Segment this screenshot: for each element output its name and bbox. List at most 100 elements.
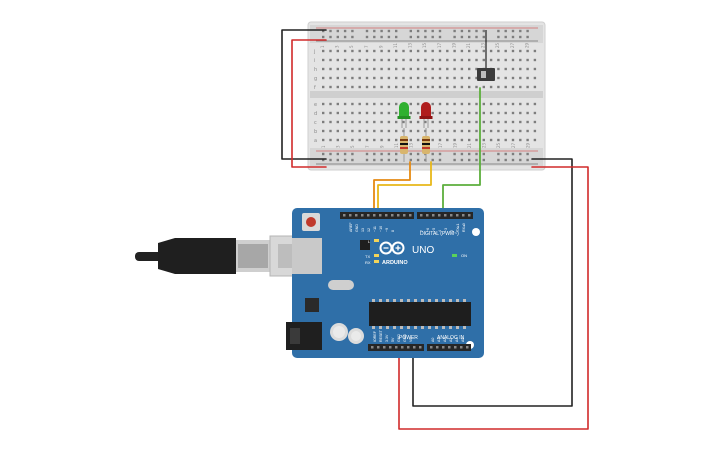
- arduino-uno: ARDUINO UNO DIGITAL (PWM~) POWER ANALOG …: [286, 208, 484, 358]
- model-label: UNO: [412, 245, 434, 256]
- crystal: [328, 280, 354, 290]
- slide-switch[interactable]: [477, 30, 495, 81]
- svg-text:A0: A0: [431, 338, 435, 342]
- svg-text:c: c: [314, 120, 317, 126]
- power-pin-labels: IOREF RESET 3.3V 5V GND GND Vin A0 A1 A2…: [373, 329, 465, 342]
- svg-text:A5: A5: [461, 338, 465, 342]
- svg-text:9: 9: [378, 45, 383, 48]
- analog-label: ANALOG IN: [437, 335, 465, 341]
- svg-text:e: e: [314, 102, 317, 108]
- atmega-chip: [369, 302, 471, 326]
- regulator: [305, 298, 319, 312]
- digital-header-left: [340, 212, 414, 219]
- rx-label: RX: [365, 260, 371, 265]
- svg-text:2: 2: [450, 230, 454, 232]
- wire-red-left: [291, 39, 327, 168]
- svg-text:13: 13: [408, 42, 413, 48]
- svg-text:IOREF: IOREF: [373, 330, 377, 342]
- center-channel: [310, 91, 543, 98]
- svg-text:GND: GND: [355, 224, 359, 232]
- svg-text:A2: A2: [443, 338, 447, 342]
- resistor-2: [422, 128, 430, 162]
- svg-text:1: 1: [320, 45, 325, 48]
- reset-button[interactable]: [302, 213, 320, 231]
- svg-text:3.3V: 3.3V: [385, 334, 389, 342]
- svg-text:27: 27: [511, 142, 516, 148]
- svg-text:27: 27: [510, 42, 515, 48]
- svg-text:A4: A4: [455, 338, 459, 342]
- svg-text:GND: GND: [397, 334, 401, 342]
- svg-text:TX▸1: TX▸1: [456, 224, 460, 232]
- svg-text:~11: ~11: [373, 226, 377, 232]
- svg-text:~9: ~9: [385, 228, 389, 232]
- svg-text:RESET: RESET: [379, 329, 383, 342]
- svg-text:Vin: Vin: [409, 337, 413, 342]
- svg-text:21: 21: [467, 142, 472, 148]
- power-label: POWER: [399, 335, 418, 341]
- svg-text:23: 23: [482, 142, 487, 148]
- svg-text:1: 1: [321, 145, 326, 148]
- svg-text:17: 17: [438, 142, 443, 148]
- svg-text:9: 9: [379, 145, 384, 148]
- brand-label: ARDUINO: [382, 260, 408, 266]
- svg-text:RX◂0: RX◂0: [462, 223, 466, 232]
- svg-text:5: 5: [349, 45, 354, 48]
- svg-text:17: 17: [437, 42, 442, 48]
- svg-text:3: 3: [335, 45, 340, 48]
- svg-text:f: f: [314, 85, 316, 91]
- wires: [281, 29, 589, 430]
- svg-text:~10: ~10: [379, 226, 383, 232]
- svg-text:11: 11: [393, 42, 398, 48]
- svg-text:AREF: AREF: [349, 222, 353, 232]
- svg-text:25: 25: [496, 142, 501, 148]
- wire-black-left: [281, 29, 327, 160]
- svg-text:8: 8: [391, 230, 395, 232]
- chip-pins: [372, 299, 466, 329]
- l-label: L: [368, 239, 371, 244]
- svg-text:29: 29: [525, 142, 530, 148]
- svg-text:7: 7: [365, 145, 370, 148]
- svg-text:i: i: [314, 58, 315, 64]
- svg-text:b: b: [314, 129, 317, 135]
- svg-text:13: 13: [361, 228, 365, 232]
- svg-text:19: 19: [451, 42, 456, 48]
- svg-text:15: 15: [422, 42, 427, 48]
- svg-text:5: 5: [350, 145, 355, 148]
- digital-pin-labels: AREF GND 13 12 ~11 ~10 ~9 8 7 ~6 ~5 4 ~3…: [349, 222, 466, 232]
- svg-text:11: 11: [394, 142, 399, 148]
- svg-text:7: 7: [420, 230, 424, 232]
- on-label: ON: [461, 253, 467, 258]
- svg-text:12: 12: [367, 228, 371, 232]
- svg-text:13: 13: [409, 142, 414, 148]
- svg-text:5V: 5V: [391, 337, 395, 342]
- usb-port: [292, 238, 322, 274]
- wire-yellow: [377, 161, 432, 216]
- svg-text:~6: ~6: [426, 228, 430, 232]
- arduino-logo: [379, 241, 405, 255]
- svg-text:4: 4: [438, 230, 442, 232]
- tx-label: TX: [365, 254, 370, 259]
- svg-text:~5: ~5: [432, 228, 436, 232]
- svg-text:3: 3: [336, 145, 341, 148]
- led-green: [397, 102, 411, 128]
- digital-label: DIGITAL (PWM~): [420, 231, 459, 237]
- wire-red-right: [398, 166, 589, 430]
- resistor-1: [400, 128, 408, 162]
- svg-text:g: g: [314, 76, 317, 82]
- svg-text:29: 29: [524, 42, 529, 48]
- svg-text:d: d: [314, 111, 317, 117]
- svg-text:A1: A1: [437, 338, 441, 342]
- svg-text:~3: ~3: [444, 228, 448, 232]
- wire-orange: [373, 161, 411, 216]
- svg-text:A3: A3: [449, 338, 453, 342]
- led-red: [419, 102, 433, 128]
- svg-text:a: a: [314, 138, 317, 144]
- svg-text:21: 21: [466, 42, 471, 48]
- wire-black-right: [412, 158, 573, 407]
- svg-text:25: 25: [495, 42, 500, 48]
- svg-text:23: 23: [481, 42, 486, 48]
- svg-text:h: h: [314, 67, 317, 73]
- wire-green: [442, 87, 481, 216]
- svg-text:j: j: [313, 49, 315, 55]
